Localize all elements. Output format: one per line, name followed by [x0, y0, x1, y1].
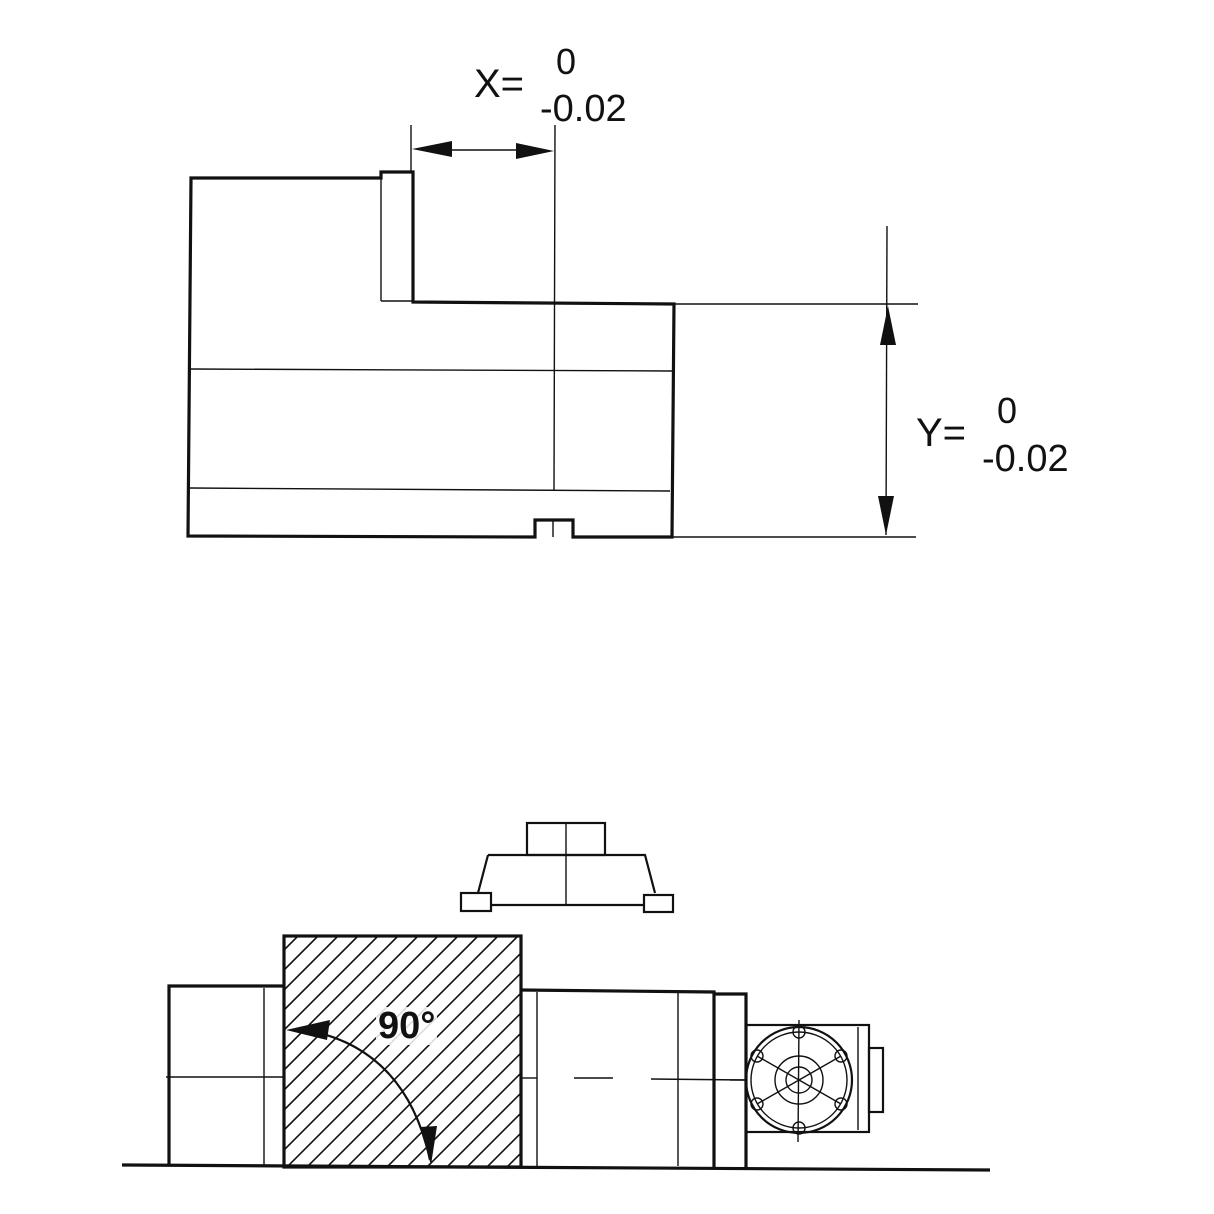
top-part-view [186, 124, 918, 539]
x-arrow-left-icon [412, 141, 452, 157]
hatched-workpiece [282, 934, 523, 1169]
angle-arc [286, 1020, 437, 1165]
center-line [553, 124, 556, 491]
x-dimension-label: X= [474, 62, 525, 106]
x-lower-tolerance: -0.02 [540, 88, 627, 130]
x-arrow-right-icon [516, 143, 554, 159]
indexing-head-disc [730, 1019, 885, 1143]
fixture-assembly-view [121, 821, 991, 1172]
angle-arrow-down-icon [420, 1126, 437, 1165]
lower-divider-line [189, 487, 671, 492]
left-block [166, 984, 284, 1165]
base-line [121, 1163, 991, 1172]
clamp-top [459, 821, 675, 914]
y-arrow-up-icon [880, 306, 896, 345]
upper-divider-line [190, 368, 673, 372]
y-arrow-down-icon [878, 496, 894, 535]
spindle-body [520, 988, 748, 1168]
y-dimension-line [885, 225, 888, 536]
y-lower-tolerance: -0.02 [982, 438, 1069, 480]
x-upper-tolerance: 0 [556, 41, 577, 82]
angle-arrow-left-icon [286, 1020, 330, 1040]
y-upper-tolerance: 0 [997, 390, 1018, 431]
y-dimension-label: Y= [916, 411, 967, 455]
part-outline [186, 170, 676, 539]
angle-label: 90° [376, 1005, 438, 1047]
